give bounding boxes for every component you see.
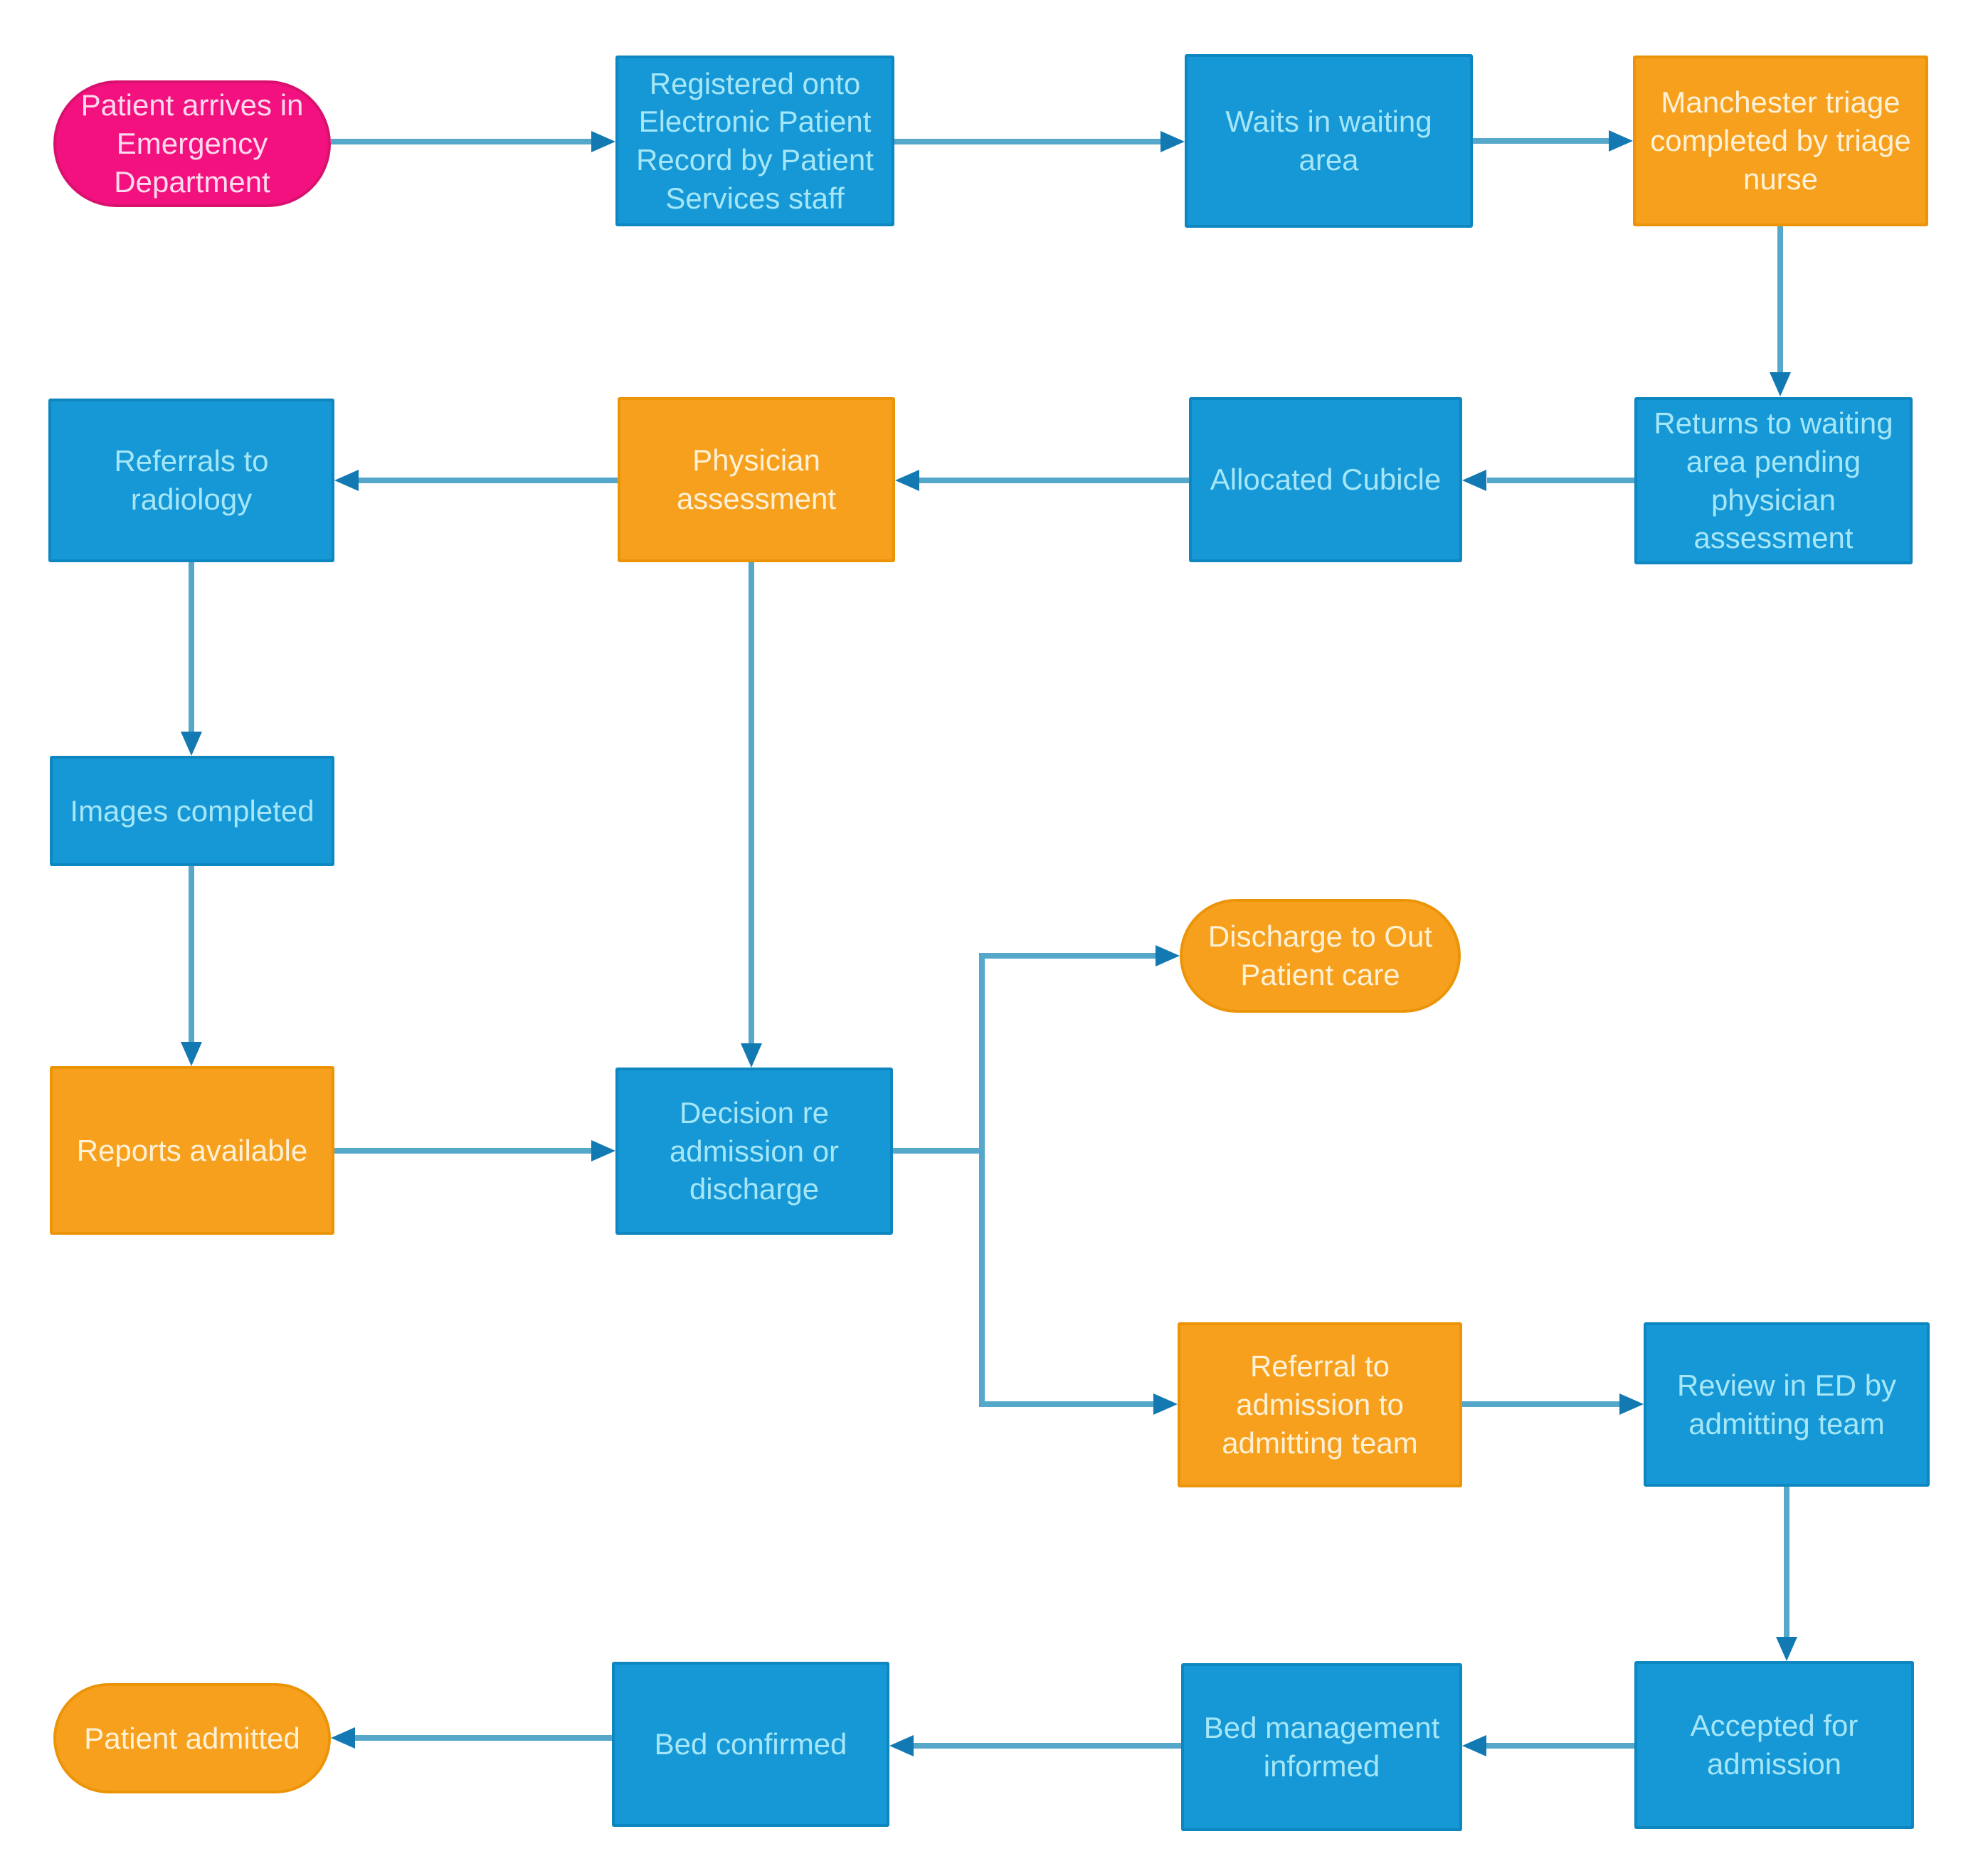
- edge-allocated-physician-line: [919, 478, 1189, 483]
- node-review-ed-label: Review in ED by admitting team: [1676, 1368, 1897, 1440]
- edge-physician-decision-arrowhead-icon: [741, 1043, 762, 1068]
- node-physician-assessment: Physician assessment: [618, 397, 895, 562]
- edge-referrals-images-arrowhead-icon: [181, 732, 202, 756]
- edge-reports-decision-arrowhead-icon: [591, 1140, 615, 1161]
- node-returns-waiting-area: Returns to waiting area pending physicia…: [1634, 397, 1913, 564]
- edge-reports-decision-line: [334, 1148, 591, 1154]
- node-allocated-cubicle-label: Allocated Cubicle: [1210, 463, 1442, 497]
- node-registered-epr: Registered onto Electronic Patient Recor…: [615, 56, 894, 226]
- node-bed-management-informed-label: Bed management informed: [1203, 1711, 1440, 1783]
- node-allocated-cubicle: Allocated Cubicle: [1189, 397, 1462, 562]
- edge-bedconfirmed-admitted-line: [355, 1735, 612, 1741]
- edge-bedmgmt-bedconfirmed-line: [914, 1743, 1181, 1749]
- node-bed-confirmed-label: Bed confirmed: [654, 1727, 847, 1761]
- node-bed-confirmed: Bed confirmed: [612, 1662, 889, 1827]
- node-images-completed: Images completed: [50, 756, 334, 866]
- edge-accepted-bedmgmt-arrowhead-icon: [1462, 1735, 1486, 1756]
- edge-waits-manchester-line: [1473, 138, 1609, 144]
- node-accepted-admission: Accepted for admission: [1634, 1661, 1914, 1829]
- edge-referral-review-line: [1462, 1401, 1619, 1407]
- edge-bedconfirmed-admitted-arrowhead-icon: [331, 1727, 355, 1749]
- node-referrals-radiology: Referrals to radiology: [48, 399, 334, 562]
- edge-review-accepted-arrowhead-icon: [1776, 1637, 1797, 1661]
- node-returns-waiting-area-label: Returns to waiting area pending physicia…: [1654, 406, 1893, 555]
- edge-review-accepted-line: [1784, 1487, 1789, 1637]
- edge-physician-referrals-line: [359, 478, 618, 483]
- edge-registered-waits-line: [894, 139, 1160, 144]
- edge-branch-discharge-line: [982, 953, 1156, 959]
- node-accepted-admission-label: Accepted for admission: [1690, 1709, 1859, 1781]
- node-registered-epr-label: Registered onto Electronic Patient Recor…: [636, 66, 874, 215]
- node-discharge-outpatient-label: Discharge to Out Patient care: [1207, 919, 1433, 991]
- edge-start-registered-arrowhead-icon: [591, 131, 615, 152]
- node-patient-admitted-label: Patient admitted: [84, 1721, 300, 1755]
- node-images-completed-label: Images completed: [70, 794, 314, 828]
- node-waits-waiting-area-label: Waits in waiting area: [1225, 105, 1432, 176]
- edge-decision-branch-line: [893, 1148, 985, 1154]
- node-decision-admission-discharge: Decision re admission or discharge: [615, 1068, 893, 1235]
- node-referrals-radiology-label: Referrals to radiology: [114, 444, 269, 516]
- node-review-ed: Review in ED by admitting team: [1644, 1322, 1930, 1487]
- edge-branch-referral-line: [982, 1401, 1153, 1407]
- node-patient-arrives-label: Patient arrives in Emergency Department: [80, 88, 304, 199]
- node-manchester-triage-label: Manchester triage completed by triage nu…: [1650, 85, 1911, 196]
- edge-images-reports-arrowhead-icon: [181, 1042, 202, 1066]
- edge-allocated-physician-arrowhead-icon: [895, 470, 919, 491]
- node-bed-management-informed: Bed management informed: [1181, 1663, 1462, 1831]
- edge-accepted-bedmgmt-line: [1486, 1743, 1634, 1749]
- edge-registered-waits-arrowhead-icon: [1160, 131, 1185, 152]
- edge-branch-discharge-arrowhead-icon: [1156, 945, 1180, 966]
- node-referral-admitting-team: Referral to admission to admitting team: [1178, 1322, 1462, 1487]
- edge-returns-allocated-line: [1487, 478, 1634, 483]
- node-reports-available-label: Reports available: [76, 1133, 308, 1167]
- edge-manchester-returns-line: [1777, 226, 1783, 372]
- node-patient-arrives: Patient arrives in Emergency Department: [53, 80, 331, 207]
- edge-physician-decision-line: [749, 562, 754, 1043]
- edge-branch-vertical-line: [979, 953, 985, 1407]
- edge-images-reports-line: [189, 866, 194, 1042]
- edge-manchester-returns-arrowhead-icon: [1770, 372, 1791, 396]
- node-patient-admitted: Patient admitted: [53, 1683, 331, 1793]
- edge-referral-review-arrowhead-icon: [1619, 1393, 1644, 1415]
- node-decision-admission-discharge-label: Decision re admission or discharge: [669, 1095, 840, 1206]
- node-reports-available: Reports available: [50, 1066, 334, 1235]
- node-waits-waiting-area: Waits in waiting area: [1185, 54, 1473, 228]
- edge-branch-referral-arrowhead-icon: [1153, 1393, 1178, 1415]
- edge-physician-referrals-arrowhead-icon: [334, 470, 359, 491]
- node-physician-assessment-label: Physician assessment: [676, 443, 837, 515]
- edge-referrals-images-line: [189, 562, 194, 732]
- node-referral-admitting-team-label: Referral to admission to admitting team: [1222, 1349, 1418, 1460]
- node-discharge-outpatient: Discharge to Out Patient care: [1180, 899, 1461, 1013]
- edge-start-registered-line: [331, 139, 591, 144]
- edge-waits-manchester-arrowhead-icon: [1609, 130, 1633, 152]
- edge-returns-allocated-arrowhead-icon: [1462, 470, 1486, 491]
- edge-bedmgmt-bedconfirmed-arrowhead-icon: [889, 1735, 914, 1756]
- node-manchester-triage: Manchester triage completed by triage nu…: [1633, 56, 1928, 226]
